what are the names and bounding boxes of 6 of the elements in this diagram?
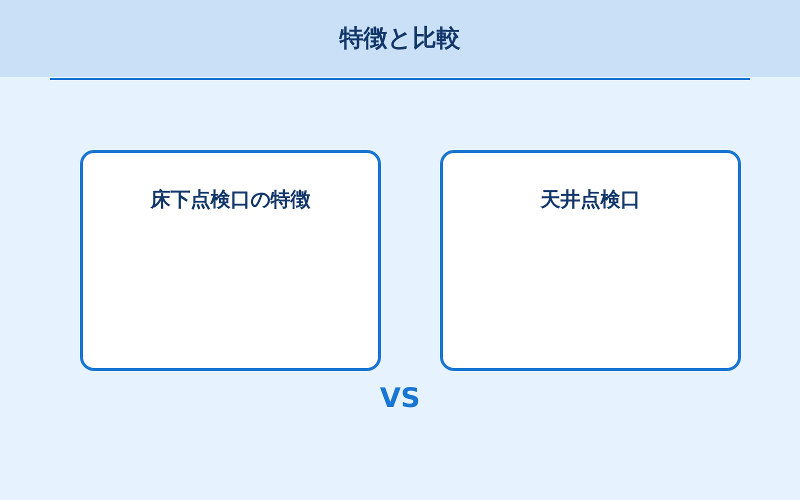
versus-label: VS (380, 383, 420, 416)
panel-box (440, 150, 741, 371)
panel-heading: 天井点検口 (539, 187, 642, 211)
title: 特徴と比較 (340, 24, 460, 53)
panel-box (80, 150, 381, 371)
panel-heading: 床下点検口の特徴 (149, 187, 312, 211)
